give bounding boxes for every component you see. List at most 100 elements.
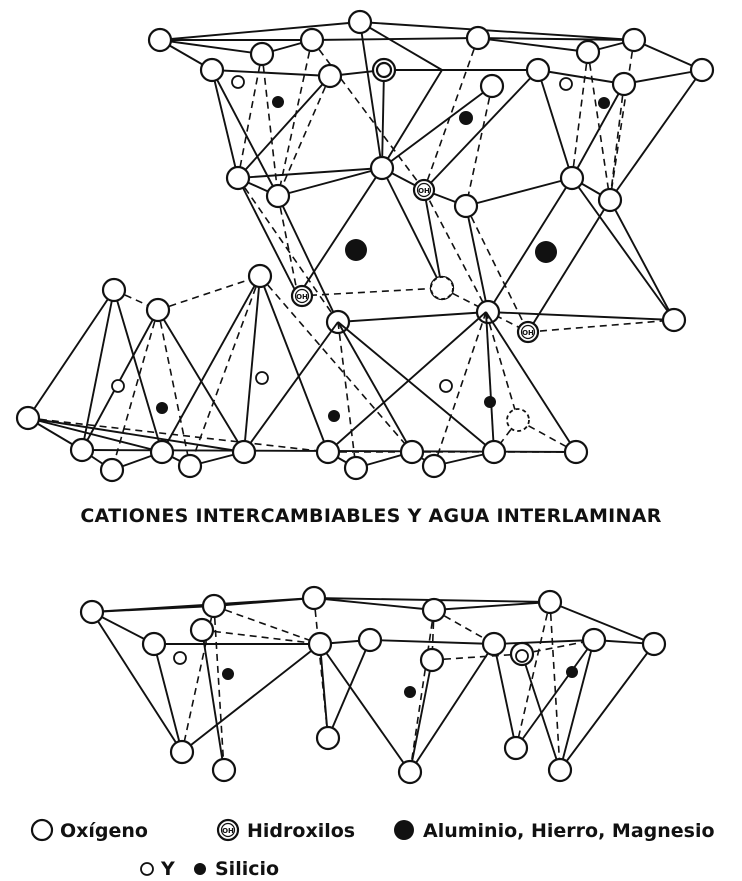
bond [486,312,494,452]
hydroxyl-symbol: OH [296,293,308,301]
bond-hidden [298,288,442,296]
oxygen-atom [149,29,171,51]
bond [538,70,624,84]
bond-hidden [190,276,260,466]
oxygen-atom [303,587,325,609]
hydroxyl-symbol: OH [418,187,430,195]
bond [182,644,320,752]
bond [328,640,370,738]
oxygen-atom [319,65,341,87]
silicon-atom [598,97,610,109]
bond [338,322,494,452]
oxygen-atom [203,595,225,617]
oxygen-atom [599,189,621,211]
lower-tetrahedral-layer [81,587,665,783]
bond [494,640,594,644]
bond-hidden [528,320,674,332]
silicon-atom [112,380,124,392]
oxygen-atom [81,601,103,623]
oxygen-atom [663,309,685,331]
oxygen-atom [467,27,489,49]
bond [360,22,382,168]
oxygen-atom [301,29,323,51]
bond [338,312,488,322]
metal-atom [459,111,473,125]
bond [488,312,674,320]
oxygen-atom [32,820,52,840]
oxygen-atom [17,407,39,429]
bond-hidden [338,322,356,468]
oxygen-atom [399,761,421,783]
silicon-atom [222,668,234,680]
silicon-atom [566,666,578,678]
oxygen-atom [101,459,123,481]
bond [320,644,410,772]
oxygen-atom [249,265,271,287]
oxygen-atom [505,737,527,759]
silicon-atom [516,650,528,662]
oxygen-atom [345,457,367,479]
bond [560,640,594,770]
bond [382,70,384,168]
silicon-atom [440,380,452,392]
metal-atom [345,239,367,261]
legend-hydroxyl-label: Hidroxilos [247,820,355,842]
bond [610,200,674,320]
oxygen-atom [539,591,561,613]
hydroxyl-symbol: OH [522,329,534,337]
silicon-atom [194,863,206,875]
bond-hidden [202,630,320,644]
upper-tot-layer: OH OH OH [17,11,713,481]
oxygen-atom [577,41,599,63]
bond-hidden [214,606,224,770]
bond-hidden [278,196,298,296]
bond [488,178,572,312]
bond [466,206,488,312]
bond [92,606,214,612]
bond [522,654,560,770]
bond [528,200,610,332]
bond-hidden [432,654,522,660]
bond-hidden [588,52,610,200]
oxygen-atom [251,43,273,65]
silicon-atom [174,652,186,664]
bond [28,418,244,452]
bond-hidden [610,40,634,200]
silicon-atom [272,96,284,108]
bond [92,612,182,752]
oxygen-atom [423,455,445,477]
oxygen-atom [481,75,503,97]
oxygen-atom [179,455,201,477]
bond [160,40,262,54]
oxygen-atom [317,441,339,463]
oxygen-atom [171,741,193,763]
bond [214,598,314,606]
bond [382,70,442,168]
silicon-atom [156,402,168,414]
legend-oxygen-label: Oxígeno [60,820,148,842]
oxygen-atom [349,11,371,33]
oxygen-atom [431,277,453,299]
oxygen-atom [143,633,165,655]
bond [312,38,478,40]
bond-hidden [312,40,424,190]
oxygen-atom [103,279,125,301]
oxygen-atom [213,759,235,781]
oxygen-atom [227,167,249,189]
bond [244,276,260,452]
interlayer-caption: CATIONES INTERCAMBIABLES Y AGUA INTERLAM… [0,505,742,527]
oxygen-atom [613,73,635,95]
oxygen-atom [527,59,549,81]
bond [434,602,550,610]
bond [160,22,360,40]
oxygen-atom [317,727,339,749]
legend-metal-label: Aluminio, Hierro, Magnesio [423,820,715,842]
oxygen-atom [483,441,505,463]
metal-atom [394,820,414,840]
oxygen-atom [201,59,223,81]
silicon-atom [256,372,268,384]
oxygen-atom [71,439,93,461]
oxygen-atom [583,629,605,651]
oxygen-atom [565,441,587,463]
